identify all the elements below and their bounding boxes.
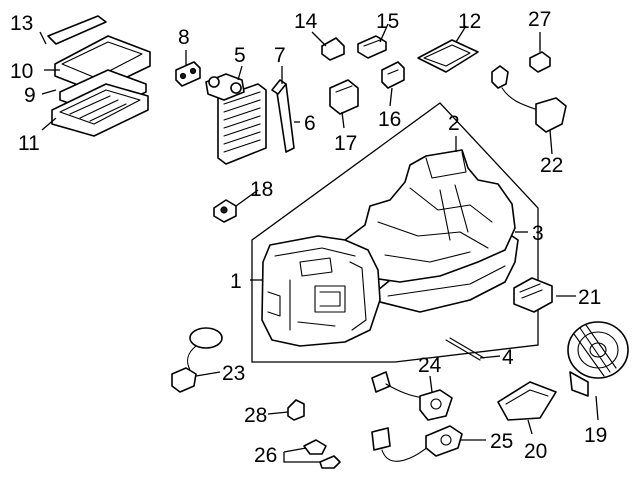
callout-21: 21: [578, 286, 601, 309]
part-28-grommet: [287, 399, 305, 421]
part-6-7-seal: [271, 79, 295, 153]
part-18-sensor: [213, 199, 237, 223]
callout-2: 2: [448, 112, 460, 135]
callout-11: 11: [18, 132, 40, 155]
callout-13: 13: [10, 12, 33, 35]
part-20-cover: [497, 381, 557, 421]
part-24-actuator: [371, 371, 453, 421]
part-12-filter: [417, 39, 479, 73]
callout-25: 25: [490, 430, 513, 453]
part-21-resistor: [513, 277, 553, 313]
callout-labels: 13 10 9 11 8 5 7 6 14 15 12 27 16 17 2 2…: [10, 8, 607, 467]
callout-15: 15: [376, 10, 399, 33]
callout-1: 1: [230, 270, 242, 293]
callout-12: 12: [458, 10, 481, 33]
part-14-clip: [321, 37, 345, 61]
callout-9: 9: [24, 84, 36, 107]
part-26-clips: [303, 439, 341, 469]
callout-26: 26: [254, 444, 277, 467]
part-11-filter-tray: [51, 83, 149, 137]
callout-17: 17: [334, 132, 357, 155]
part-10-filter-frame: [54, 35, 151, 93]
heater-case-assembly: [261, 149, 519, 347]
part-15-connector: [357, 35, 387, 59]
part-5-heater-core: [205, 73, 267, 165]
part-4-rod: [445, 337, 485, 361]
callout-27: 27: [528, 8, 551, 31]
callout-22: 22: [540, 154, 563, 177]
callout-4: 4: [502, 346, 514, 369]
callout-24: 24: [418, 354, 442, 377]
callout-10: 10: [10, 60, 33, 83]
callout-20: 20: [524, 440, 547, 463]
part-13-seal: [47, 15, 107, 45]
callout-28: 28: [244, 404, 267, 427]
part-16-bracket: [381, 61, 405, 89]
main-assembly-outline: [251, 102, 539, 363]
callout-5: 5: [234, 44, 246, 67]
callout-23: 23: [222, 362, 245, 385]
filter-stack: [47, 15, 151, 137]
callout-19: 19: [584, 424, 607, 447]
callout-3: 3: [532, 222, 544, 245]
leader-lines: [39, 23, 599, 463]
callout-8: 8: [178, 26, 190, 49]
part-22-harness: [491, 65, 567, 133]
callout-7: 7: [274, 44, 286, 67]
part-25-actuator: [371, 425, 463, 462]
callout-6: 6: [304, 112, 316, 135]
callout-14: 14: [294, 10, 318, 33]
callout-18: 18: [250, 178, 273, 201]
part-19-blower-motor: [567, 321, 629, 397]
part-17-actuator: [329, 79, 359, 115]
part-8-gasket: [175, 61, 201, 87]
part-23-sensor: [171, 327, 223, 393]
callout-16: 16: [378, 108, 401, 131]
